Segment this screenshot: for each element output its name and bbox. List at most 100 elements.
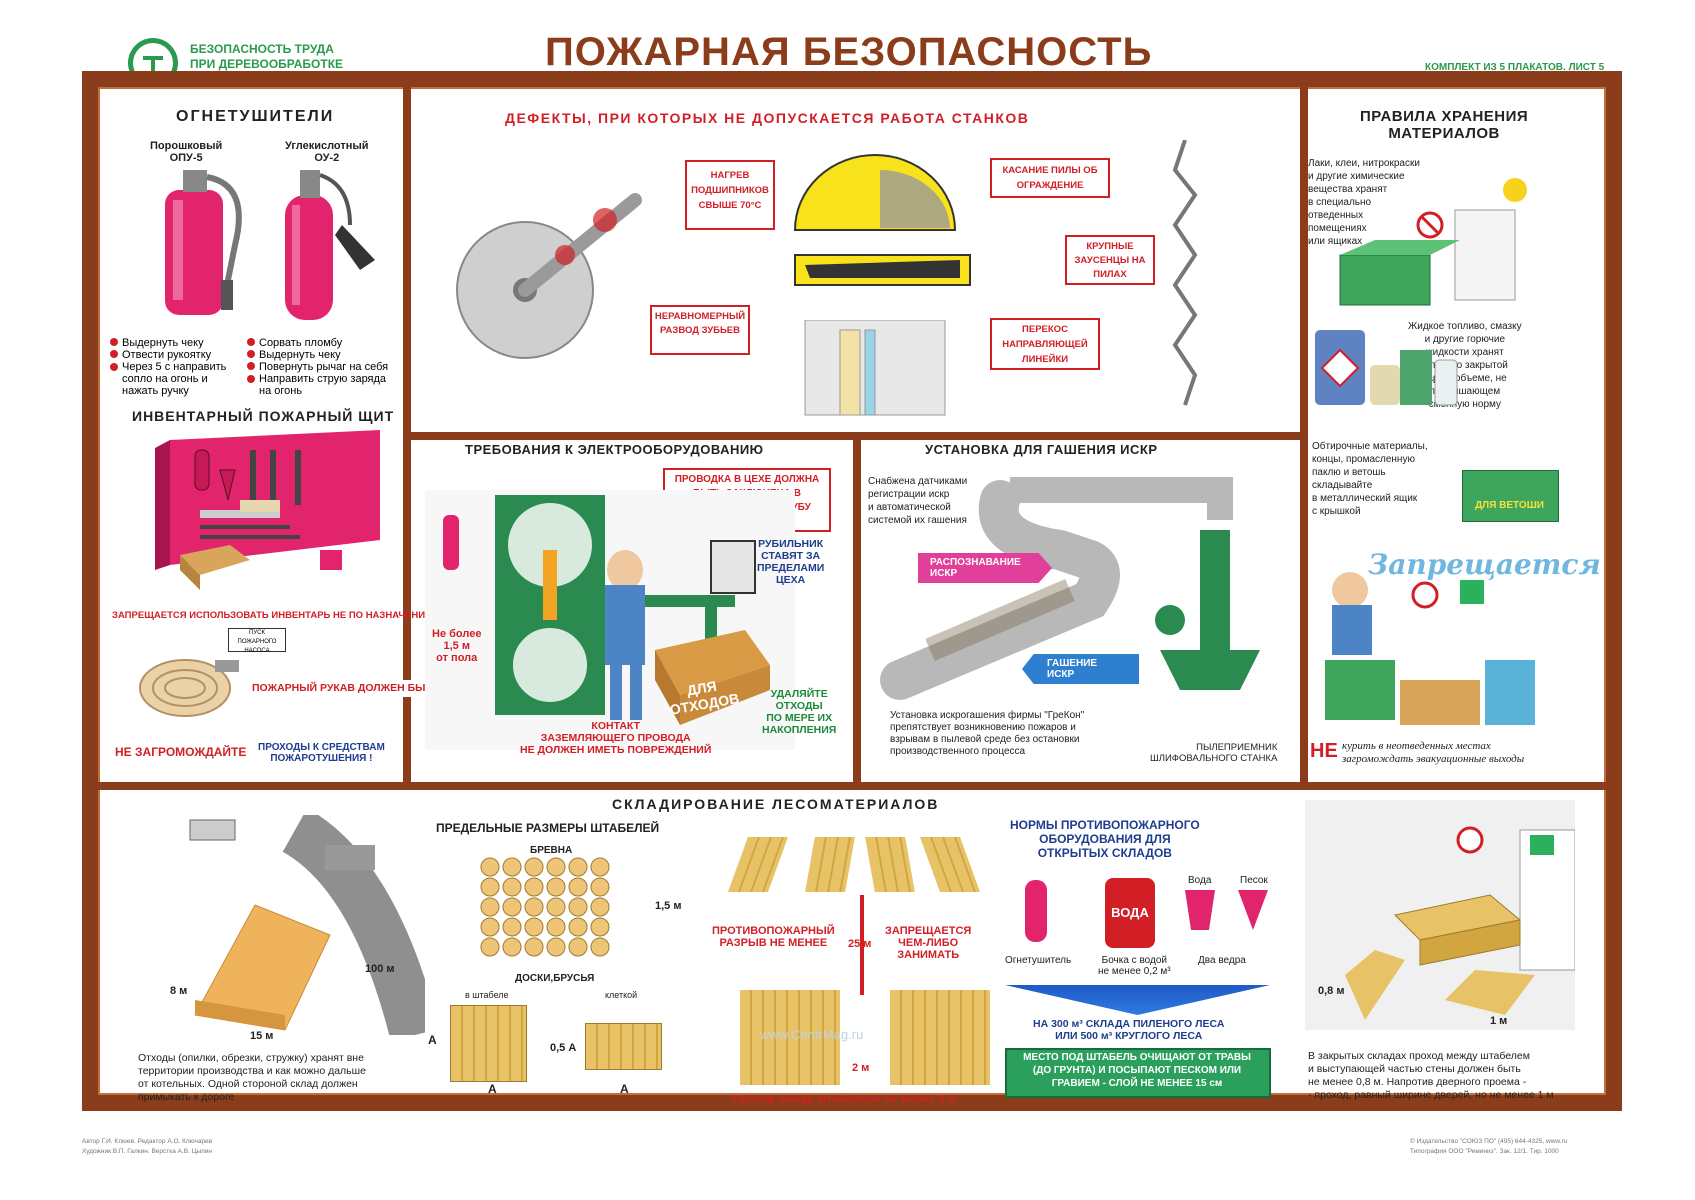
wall-gap-label: 0,8 м: [1318, 985, 1345, 997]
half-a-label: 0,5 А: [550, 1042, 577, 1054]
access-label: ПРОХОДЫ К СРЕДСТВАМ ПОЖАРОТУШЕНИЯ !: [258, 742, 385, 764]
fire-hose-icon: [139, 659, 239, 717]
a-height-label: А: [428, 1033, 437, 1047]
log-end: [524, 877, 544, 897]
board-warning: ЗАПРЕЩАЕТСЯ ИСПОЛЬЗОВАТЬ ИНВЕНТАРЬ НЕ ПО…: [112, 610, 435, 621]
ne-label: НЕ: [1310, 740, 1338, 762]
stack-dims-title: ПРЕДЕЛЬНЫЕ РАЗМЕРЫ ШТАБЕЛЕЙ: [436, 821, 660, 835]
worker-resting-illustration: [1325, 572, 1535, 725]
co2-extinguisher-icon: [285, 170, 375, 320]
log-end: [568, 937, 588, 957]
log-stack-illustration: [480, 857, 610, 957]
log-end: [590, 877, 610, 897]
log-end: [502, 857, 522, 877]
log-end: [590, 857, 610, 877]
saw-guard-illustration: [793, 154, 971, 286]
ruler-skew-callout: ПЕРЕКОС НАПРАВЛЯЮЩЕЙ ЛИНЕЙКИ: [990, 318, 1100, 370]
lumber-stack-left: [740, 990, 840, 1085]
sparks-description: Установка искрогашения фирмы "ГреКон" пр…: [890, 710, 1085, 757]
height-label: Не более 1,5 м от пола: [432, 628, 482, 664]
log-end: [590, 897, 610, 917]
log-end: [590, 917, 610, 937]
per-volume-label: НА 300 м³ СКЛАДА ПИЛЕНОГО ЛЕСА ИЛИ 500 м…: [1033, 1018, 1225, 1042]
remove-waste-label: УДАЛЯЙТЕ ОТХОДЫ ПО МЕРЕ ИХ НАКОПЛЕНИЯ: [762, 688, 837, 736]
footer-publisher-2: Типография ООО "Реминиз". Зак. 12/1. Тир…: [1410, 1148, 1559, 1155]
log-stack-height: 1,5 м: [655, 900, 682, 912]
bandsaw-workshop-illustration: [425, 490, 795, 750]
pile-height: 8 м: [170, 985, 188, 997]
log-end: [502, 917, 522, 937]
lumber-stack-right: [890, 990, 990, 1085]
storage-title: ПРАВИЛА ХРАНЕНИЯ МАТЕРИАЛОВ: [1360, 108, 1529, 142]
water-barrel-label: ВОДА: [1111, 905, 1149, 920]
extinguisher-label: Огнетушитель: [1005, 955, 1072, 966]
waste-storage-text: Отходы (опилки, обрезки, стружку) хранят…: [138, 1052, 366, 1103]
log-end: [480, 917, 500, 937]
firebreak-label: ПРОТИВОПОЖАРНЫЙ РАЗРЫВ НЕ МЕНЕЕ: [712, 925, 835, 949]
log-end: [502, 897, 522, 917]
log-end: [524, 857, 544, 877]
log-end: [502, 877, 522, 897]
water-label: Вода: [1188, 875, 1212, 886]
serrated-blade-icon: [1172, 140, 1198, 406]
log-end: [480, 857, 500, 877]
passage-label: Проход между штабелями не менее 2 м: [733, 1093, 957, 1105]
contact-label: КОНТАКТ ЗАЗЕМЛЯЮЩЕГО ПРОВОДА НЕ ДОЛЖЕН И…: [520, 720, 712, 756]
chemical-storage-illustration: [1339, 178, 1527, 306]
cage-stack-icon: [585, 1023, 662, 1070]
in-stack-label: в штабеле: [465, 990, 509, 1000]
firebreak-value: 25 м: [848, 938, 872, 950]
saw-shaft-illustration: [456, 193, 642, 359]
spark-pipe-illustration: [880, 477, 1260, 700]
rags-text: Обтирочные материалы, концы, промасленну…: [1312, 441, 1428, 517]
closed-warehouse-illustration: [1305, 800, 1575, 1030]
road-pile-illustration: [189, 815, 425, 1035]
water-barrel-icon: [1105, 878, 1155, 948]
footer-publisher-1: © Издательство "СОЮЗ ПО" (495) 644-4325,…: [1410, 1138, 1568, 1145]
powder-step: Отвести рукоятку: [110, 349, 226, 361]
buckets-caption: Два ведра: [1198, 955, 1246, 966]
log-end: [546, 857, 566, 877]
cage-a-label: А: [620, 1082, 629, 1096]
extinguishers-title: ОГНЕТУШИТЕЛИ: [176, 108, 335, 125]
log-end: [524, 937, 544, 957]
fire-board-title: ИНВЕНТАРНЫЙ ПОЖАРНЫЙ ЩИТ: [132, 408, 395, 424]
page-title: ПОЖАРНАЯ БЕЗОПАСНОСТЬ: [545, 30, 1153, 74]
log-end: [568, 917, 588, 937]
electric-title: ТРЕБОВАНИЯ К ЭЛЕКТРООБОРУДОВАНИЮ: [465, 442, 764, 457]
brand-line-1: БЕЗОПАСНОСТЬ ТРУДА: [190, 42, 334, 56]
extinguisher-icon: [1025, 880, 1047, 942]
uneven-teeth-callout: НЕРАВНОМЕРНЫЙ РАЗВОД ЗУБЬЕВ: [650, 305, 750, 355]
logs-label: БРЕВНА: [530, 845, 573, 856]
a-width-label: А: [488, 1082, 497, 1096]
fuel-text: Жидкое топливо, смазку и другие горючие …: [1408, 321, 1522, 410]
closed-storage-text: В закрытых складах проход между штабелем…: [1308, 1050, 1554, 1101]
log-end: [546, 937, 566, 957]
log-end: [524, 917, 544, 937]
forbidden-sign: Запрещается: [1368, 548, 1601, 581]
footer-credit-1: Автор Г.И. Клюев. Редактор А.О. Ключарев: [82, 1138, 213, 1145]
log-end: [568, 857, 588, 877]
chemicals-text: Лаки, клеи, нитрокраски и другие химичес…: [1308, 158, 1420, 247]
co2-label: Углекислотный ОУ-2: [285, 140, 369, 164]
watermark: www.CentrMag.ru: [760, 1027, 864, 1042]
co2-step: Направить струю заряда на огонь: [247, 373, 388, 397]
log-end: [502, 937, 522, 957]
firebreak-arrow: [860, 895, 864, 995]
powder-steps: Выдернуть чеку Отвести рукоятку Через 5 …: [110, 337, 226, 397]
lumber-title: СКЛАДИРОВАНИЕ ЛЕСОМАТЕРИАЛОВ: [612, 796, 940, 812]
recognition-arrow: РАСПОЗНАВАНИЕ ИСКР: [918, 553, 1052, 583]
collector-label: ПЫЛЕПРИЕМНИК ШЛИФОВАЛЬНОГО СТАНКА: [1150, 742, 1278, 764]
footer-credit-2: Художник В.П. Галкин. Верстка А.В. Цыпин: [82, 1148, 212, 1155]
log-end: [480, 897, 500, 917]
powder-step: Через 5 с направить сопло на огонь и наж…: [110, 361, 226, 397]
ruler-illustration: [804, 320, 946, 416]
sand-label: Песок: [1240, 875, 1268, 886]
fire-board-illustration: [155, 430, 380, 590]
passage-value: 2 м: [852, 1062, 870, 1074]
switch-icon: [710, 540, 756, 594]
quench-arrow: ГАШЕНИЕ ИСКР: [1022, 654, 1139, 684]
clearing-text: МЕСТО ПОД ШТАБЕЛЬ ОЧИЩАЮТ ОТ ТРАВЫ (ДО Г…: [1023, 1052, 1251, 1089]
occupy-forbidden: ЗАПРЕЩАЕТСЯ ЧЕМ-ЛИБО ЗАНИМАТЬ: [885, 925, 972, 961]
fuel-containers-illustration: [1315, 330, 1458, 406]
